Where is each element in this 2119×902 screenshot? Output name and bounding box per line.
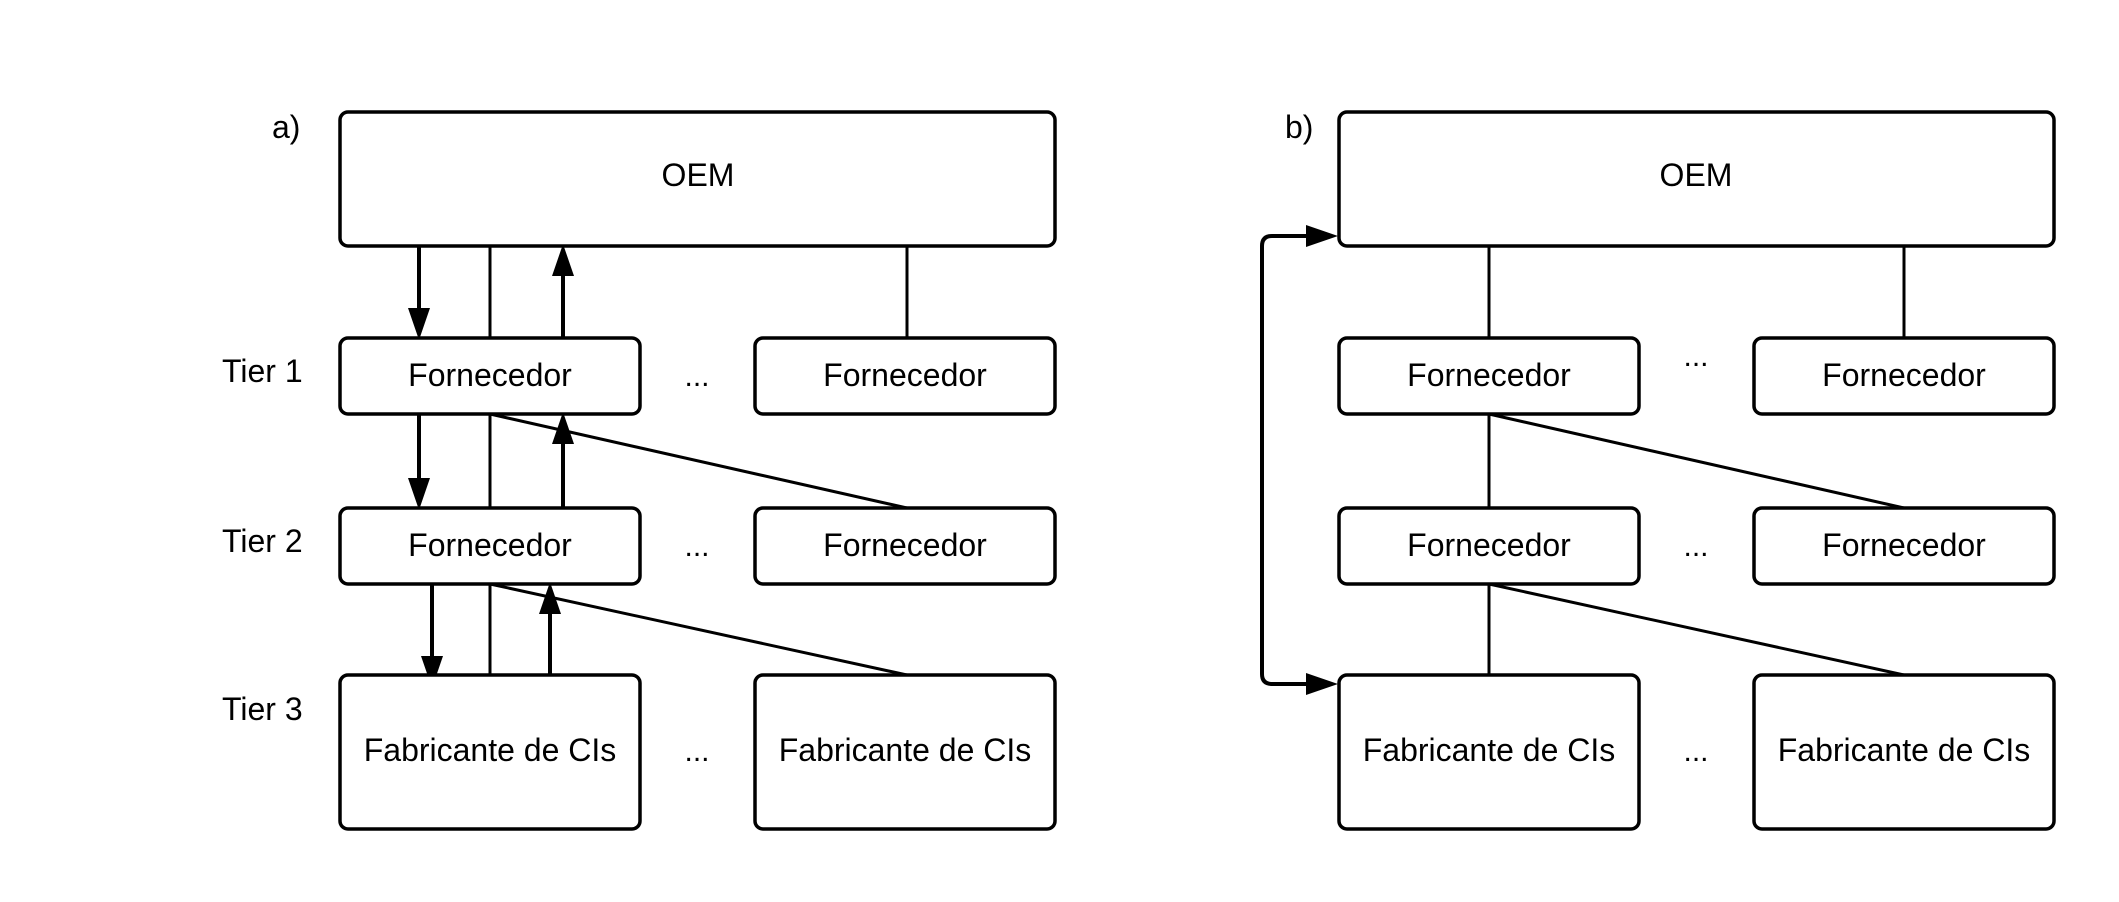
direct-link-connector	[1260, 234, 1308, 686]
arrow-head-up	[552, 244, 574, 276]
t3-left-box	[1337, 673, 1641, 831]
arrow-head-up	[539, 582, 561, 614]
tier-2-label: Tier 2	[222, 523, 303, 559]
ellipsis-t3: ...	[1683, 735, 1708, 768]
panel-b-label: b)	[1285, 109, 1313, 145]
t2-right-box	[753, 506, 1057, 586]
t1-right-label: Fornecedor	[1822, 357, 1986, 393]
ellipsis-t2: ...	[1683, 530, 1708, 563]
arrow-head-down	[408, 308, 430, 340]
panel-a-label: a)	[272, 109, 300, 145]
oem-label: OEM	[1660, 157, 1733, 193]
t1-to-t2-right-line	[489, 412, 908, 510]
t3-left-label: Fabricante de CIs	[1363, 732, 1616, 768]
t1-left-label: Fornecedor	[1407, 357, 1571, 393]
t1-left-box	[338, 336, 642, 416]
ellipsis-t1: ...	[684, 360, 709, 393]
t1-right-box	[753, 336, 1057, 416]
t2-right-label: Fornecedor	[1822, 527, 1986, 563]
arrow-head-down	[421, 656, 443, 688]
t2-left-label: Fornecedor	[1407, 527, 1571, 563]
t1-right-label: Fornecedor	[823, 357, 987, 393]
t3-right-box	[753, 673, 1057, 831]
t2-to-t3-right-line	[1488, 582, 1905, 677]
t3-left-box	[338, 673, 642, 831]
oem-box	[338, 110, 1057, 248]
t1-right-box	[1752, 336, 2056, 416]
tier-1-label: Tier 1	[222, 353, 303, 389]
panel-b: b) OEM Fornecedor Fornecedor Fornecedor …	[1260, 109, 2056, 831]
tier-3-label: Tier 3	[222, 691, 303, 727]
arrow-head-right-to-oem	[1306, 225, 1338, 247]
arrow-head-up	[552, 412, 574, 444]
t2-left-box	[338, 506, 642, 586]
ellipsis-t3: ...	[684, 735, 709, 768]
oem-label: OEM	[662, 157, 735, 193]
t2-left-label: Fornecedor	[408, 527, 572, 563]
panel-a: a) Tier 1 Tier 2 Tier 3 OEM Fornece	[222, 109, 1057, 831]
t3-left-label: Fabricante de CIs	[364, 732, 617, 768]
arrow-head-right-to-ic-maker	[1306, 673, 1338, 695]
t3-right-label: Fabricante de CIs	[1778, 732, 2031, 768]
t2-left-box	[1337, 506, 1641, 586]
t3-right-label: Fabricante de CIs	[779, 732, 1032, 768]
arrow-head-down	[408, 478, 430, 510]
ellipsis-t2: ...	[684, 530, 709, 563]
t1-to-t2-right-line	[1488, 412, 1905, 510]
t3-right-box	[1752, 673, 2056, 831]
oem-box	[1337, 110, 2056, 248]
t2-right-box	[1752, 506, 2056, 586]
t1-left-box	[1337, 336, 1641, 416]
t2-to-t3-right-line	[489, 582, 908, 677]
ellipsis-t1: ...	[1683, 340, 1708, 373]
t2-right-label: Fornecedor	[823, 527, 987, 563]
t1-left-label: Fornecedor	[408, 357, 572, 393]
